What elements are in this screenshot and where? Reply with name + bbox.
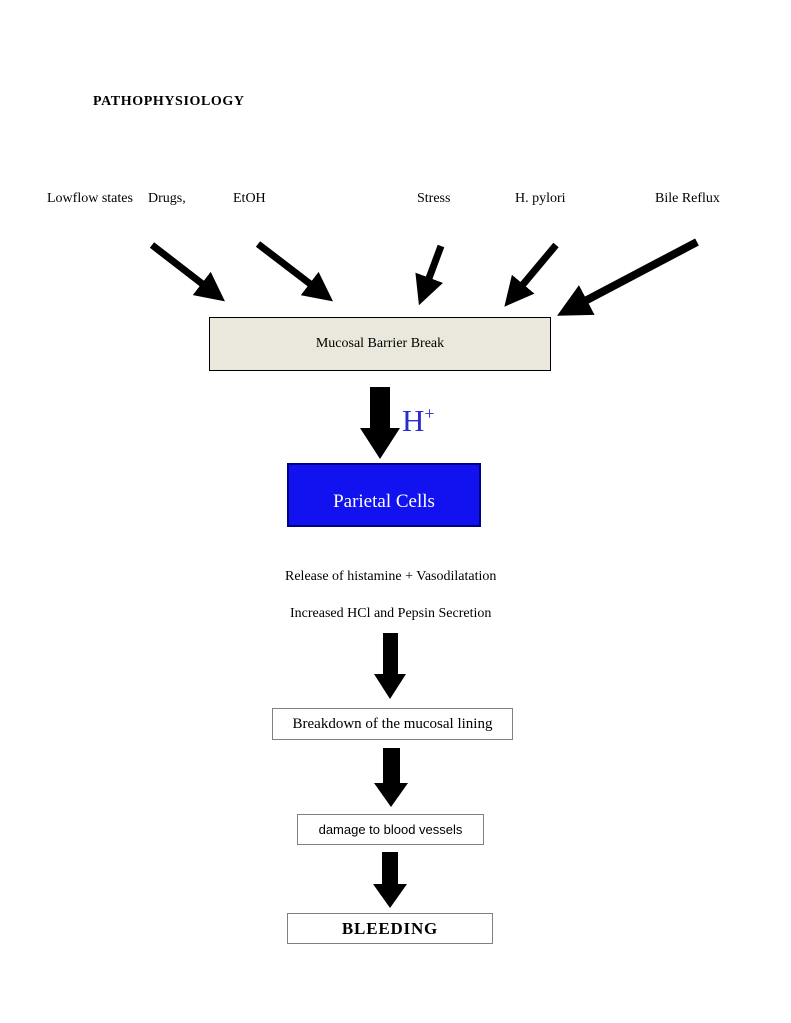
cause-label-etoh: EtOH bbox=[233, 191, 266, 206]
arrow-bilereflux-to-mucosal bbox=[557, 238, 699, 316]
arrow-lowflow-to-mucosal bbox=[149, 242, 225, 302]
block-arrow-to-damage bbox=[374, 748, 408, 807]
h-plus-ion-label: H+ bbox=[402, 405, 435, 436]
h-plus-superscript: + bbox=[424, 403, 435, 424]
damage-label: damage to blood vessels bbox=[318, 822, 463, 837]
mucosal-barrier-break-label: Mucosal Barrier Break bbox=[315, 336, 445, 351]
cause-label-stress: Stress bbox=[417, 191, 451, 206]
node-breakdown-mucosal-lining: Breakdown of the mucosal lining bbox=[272, 708, 513, 740]
node-bleeding: BLEEDING bbox=[287, 913, 493, 944]
arrow-hpylori-to-mucosal bbox=[504, 242, 559, 307]
cause-label-lowflow-states: Lowflow states bbox=[47, 191, 133, 206]
cause-label-h-pylori: H. pylori bbox=[515, 191, 566, 206]
arrow-etoh-to-mucosal bbox=[255, 241, 334, 302]
h-plus-base: H bbox=[402, 403, 425, 438]
bleeding-label: BLEEDING bbox=[341, 918, 439, 938]
arrow-stress-to-mucosal bbox=[415, 244, 445, 306]
block-arrow-to-bleeding bbox=[373, 852, 407, 908]
cause-label-drugs: Drugs, bbox=[148, 191, 186, 206]
block-arrow-to-breakdown bbox=[374, 633, 406, 699]
release-histamine-text: Release of histamine + Vasodilatation bbox=[285, 569, 497, 584]
node-damage-blood-vessels: damage to blood vessels bbox=[297, 814, 484, 845]
node-parietal-cells: Parietal Cells bbox=[287, 463, 481, 527]
parietal-cells-label: Parietal Cells bbox=[333, 491, 435, 512]
increased-hcl-pepsin-text: Increased HCl and Pepsin Secretion bbox=[290, 606, 492, 621]
breakdown-label: Breakdown of the mucosal lining bbox=[292, 715, 493, 732]
cause-label-bile-reflux: Bile Reflux bbox=[655, 191, 720, 206]
block-arrow-hplus bbox=[360, 387, 400, 459]
node-mucosal-barrier-break: Mucosal Barrier Break bbox=[209, 317, 551, 371]
page-title: PATHOPHYSIOLOGY bbox=[93, 94, 245, 109]
